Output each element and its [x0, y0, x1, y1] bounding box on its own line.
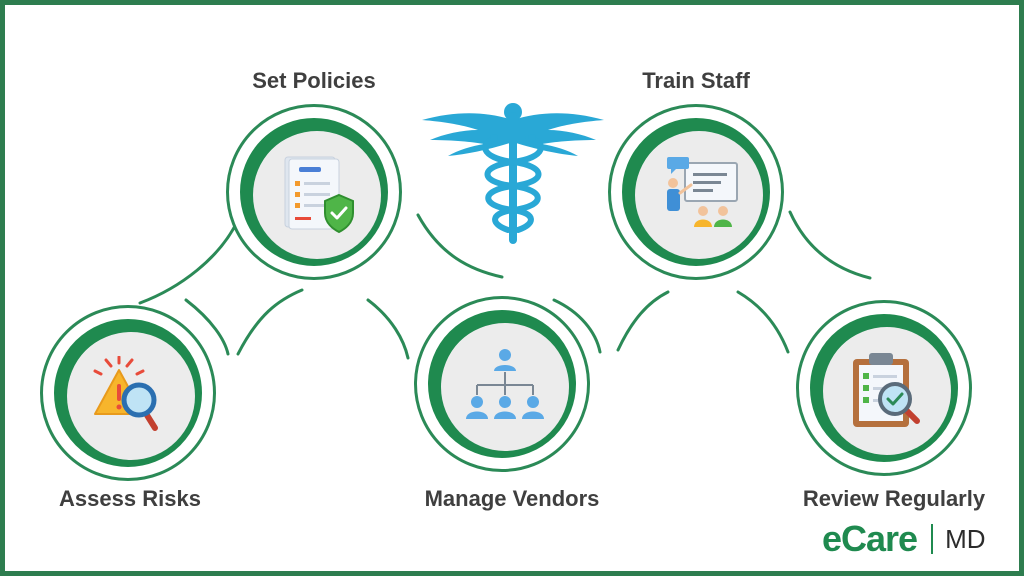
connector-2-left — [236, 288, 304, 356]
label-train-staff: Train Staff — [642, 68, 750, 93]
connector-2-right — [416, 213, 504, 279]
brand-name: eCare — [822, 518, 918, 559]
connector-1-top — [138, 218, 240, 305]
warning-magnifier-icon — [93, 356, 158, 431]
step-assess-risks — [40, 305, 216, 481]
step-set-policies — [226, 104, 402, 280]
brand-logo: eCare MD — [822, 518, 986, 559]
connector-1-bottom — [184, 298, 230, 356]
label-assess-risks: Assess Risks — [59, 486, 201, 511]
org-chart-icon — [466, 349, 544, 419]
connector-3-right — [552, 298, 602, 354]
clipboard-review-icon — [853, 353, 920, 427]
step-review-regularly — [796, 300, 972, 476]
brand-suffix: MD — [945, 523, 986, 554]
caduceus-icon — [422, 103, 604, 244]
step-manage-vendors — [414, 296, 590, 472]
connector-4-right — [788, 210, 872, 280]
brand-divider — [931, 524, 934, 554]
step-train-staff — [608, 104, 784, 280]
connector-4-left — [616, 290, 670, 352]
connector-3-left — [366, 298, 410, 360]
connector-5-left — [736, 290, 790, 354]
label-manage-vendors: Manage Vendors — [424, 486, 600, 511]
training-presentation-icon — [667, 157, 738, 227]
policy-shield-icon — [284, 156, 354, 234]
label-review-regularly: Review Regularly — [802, 486, 986, 511]
label-set-policies: Set Policies — [252, 68, 376, 93]
